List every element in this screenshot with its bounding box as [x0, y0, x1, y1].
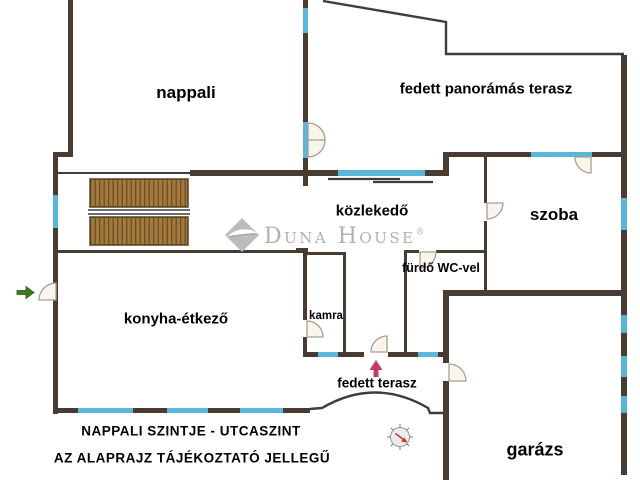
stair-flight-lower: [89, 216, 189, 246]
entrance-arrow-green-icon: [16, 285, 35, 300]
disclaimer-caption: AZ ALAPRAJZ TÁJÉKOZTATÓ JELLEGŰ: [53, 450, 331, 466]
room-label-covered-terrace: fedett terasz: [337, 375, 417, 391]
compass-rose-icon: [387, 424, 413, 450]
room-label-hallway: közlekedő: [335, 202, 409, 220]
terrace-step-lines: [328, 177, 433, 184]
thin-boundary-lines: [58, 0, 624, 415]
compass-needle-head: [401, 437, 408, 443]
room-label-nappali: nappali: [156, 83, 216, 102]
room-label-szoba: szoba: [529, 205, 579, 224]
terrace-boundary-line: [322, 0, 624, 56]
compass-ticks: [387, 424, 413, 450]
door-swing-arcs: [38, 122, 592, 382]
room-label-bathroom: fürdő WC-vel: [402, 261, 480, 275]
compass-needle: [395, 432, 404, 440]
room-label-garage: garázs: [506, 439, 564, 460]
stairs-landing-lines: [88, 209, 190, 215]
entrance-arrow-red-icon: [369, 360, 383, 377]
stair-flight-upper: [89, 178, 189, 208]
floor-caption: NAPPALI SZINTJE - UTCASZINT: [81, 423, 301, 439]
porch-arch-line: [309, 391, 444, 415]
room-label-panoramic-terrace: fedett panorámás terasz: [399, 80, 573, 98]
room-label-pantry: kamra: [309, 310, 343, 322]
staircase: [89, 178, 189, 246]
room-label-kitchen-dining: konyha-étkező: [123, 310, 229, 328]
